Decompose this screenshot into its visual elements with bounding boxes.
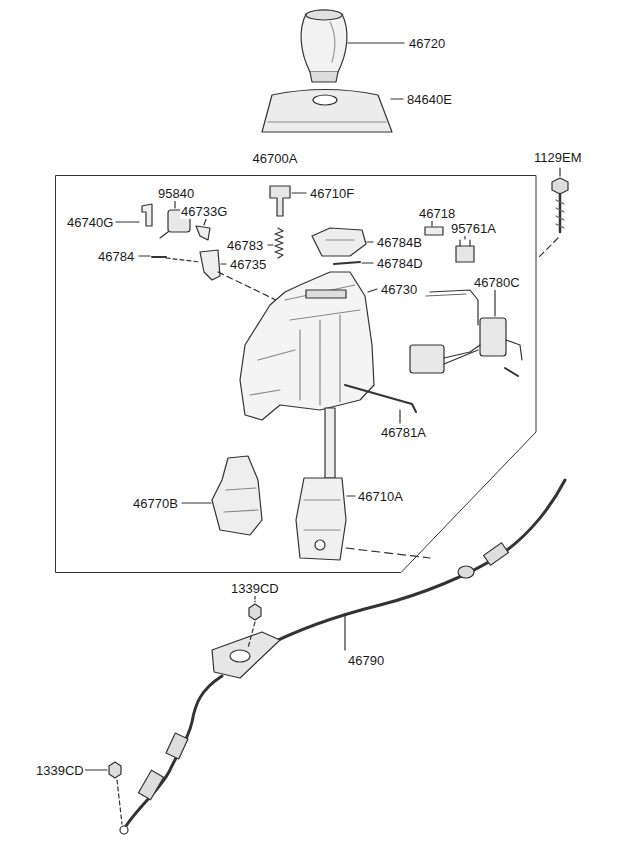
callout-number: 46710F [309,186,355,201]
callout-number: 46710A [357,489,404,504]
callout-number: 46780C [473,275,521,290]
callout-number: 46740G [66,215,114,230]
callout-number: 46790 [347,653,385,668]
callout-number: 46784D [376,256,424,271]
callout-number: 1339CD [35,763,85,778]
assembly-number: 46700A [252,151,299,166]
callout-number: 95761A [450,221,497,236]
callout-number: 84640E [406,92,453,107]
callout-number: 46730 [380,282,418,297]
callout-number: 95840 [157,186,195,201]
callout-number: 46720 [408,36,446,51]
callout-number: 46735 [229,257,267,272]
callout-number: 46784B [376,235,423,250]
callout-number: 1339CD [230,581,280,596]
assembly-group-box: 46700A [55,148,537,574]
callout-number: 46733G [180,204,228,219]
callout-number: 46784 [97,249,135,264]
callout-number: 46783 [226,238,264,253]
group-outline [55,148,537,574]
callout-number: 46781A [380,425,427,440]
callout-number: 46770B [132,496,179,511]
callout-number: 1129EM [533,150,582,165]
callout-number: 46718 [418,206,456,221]
